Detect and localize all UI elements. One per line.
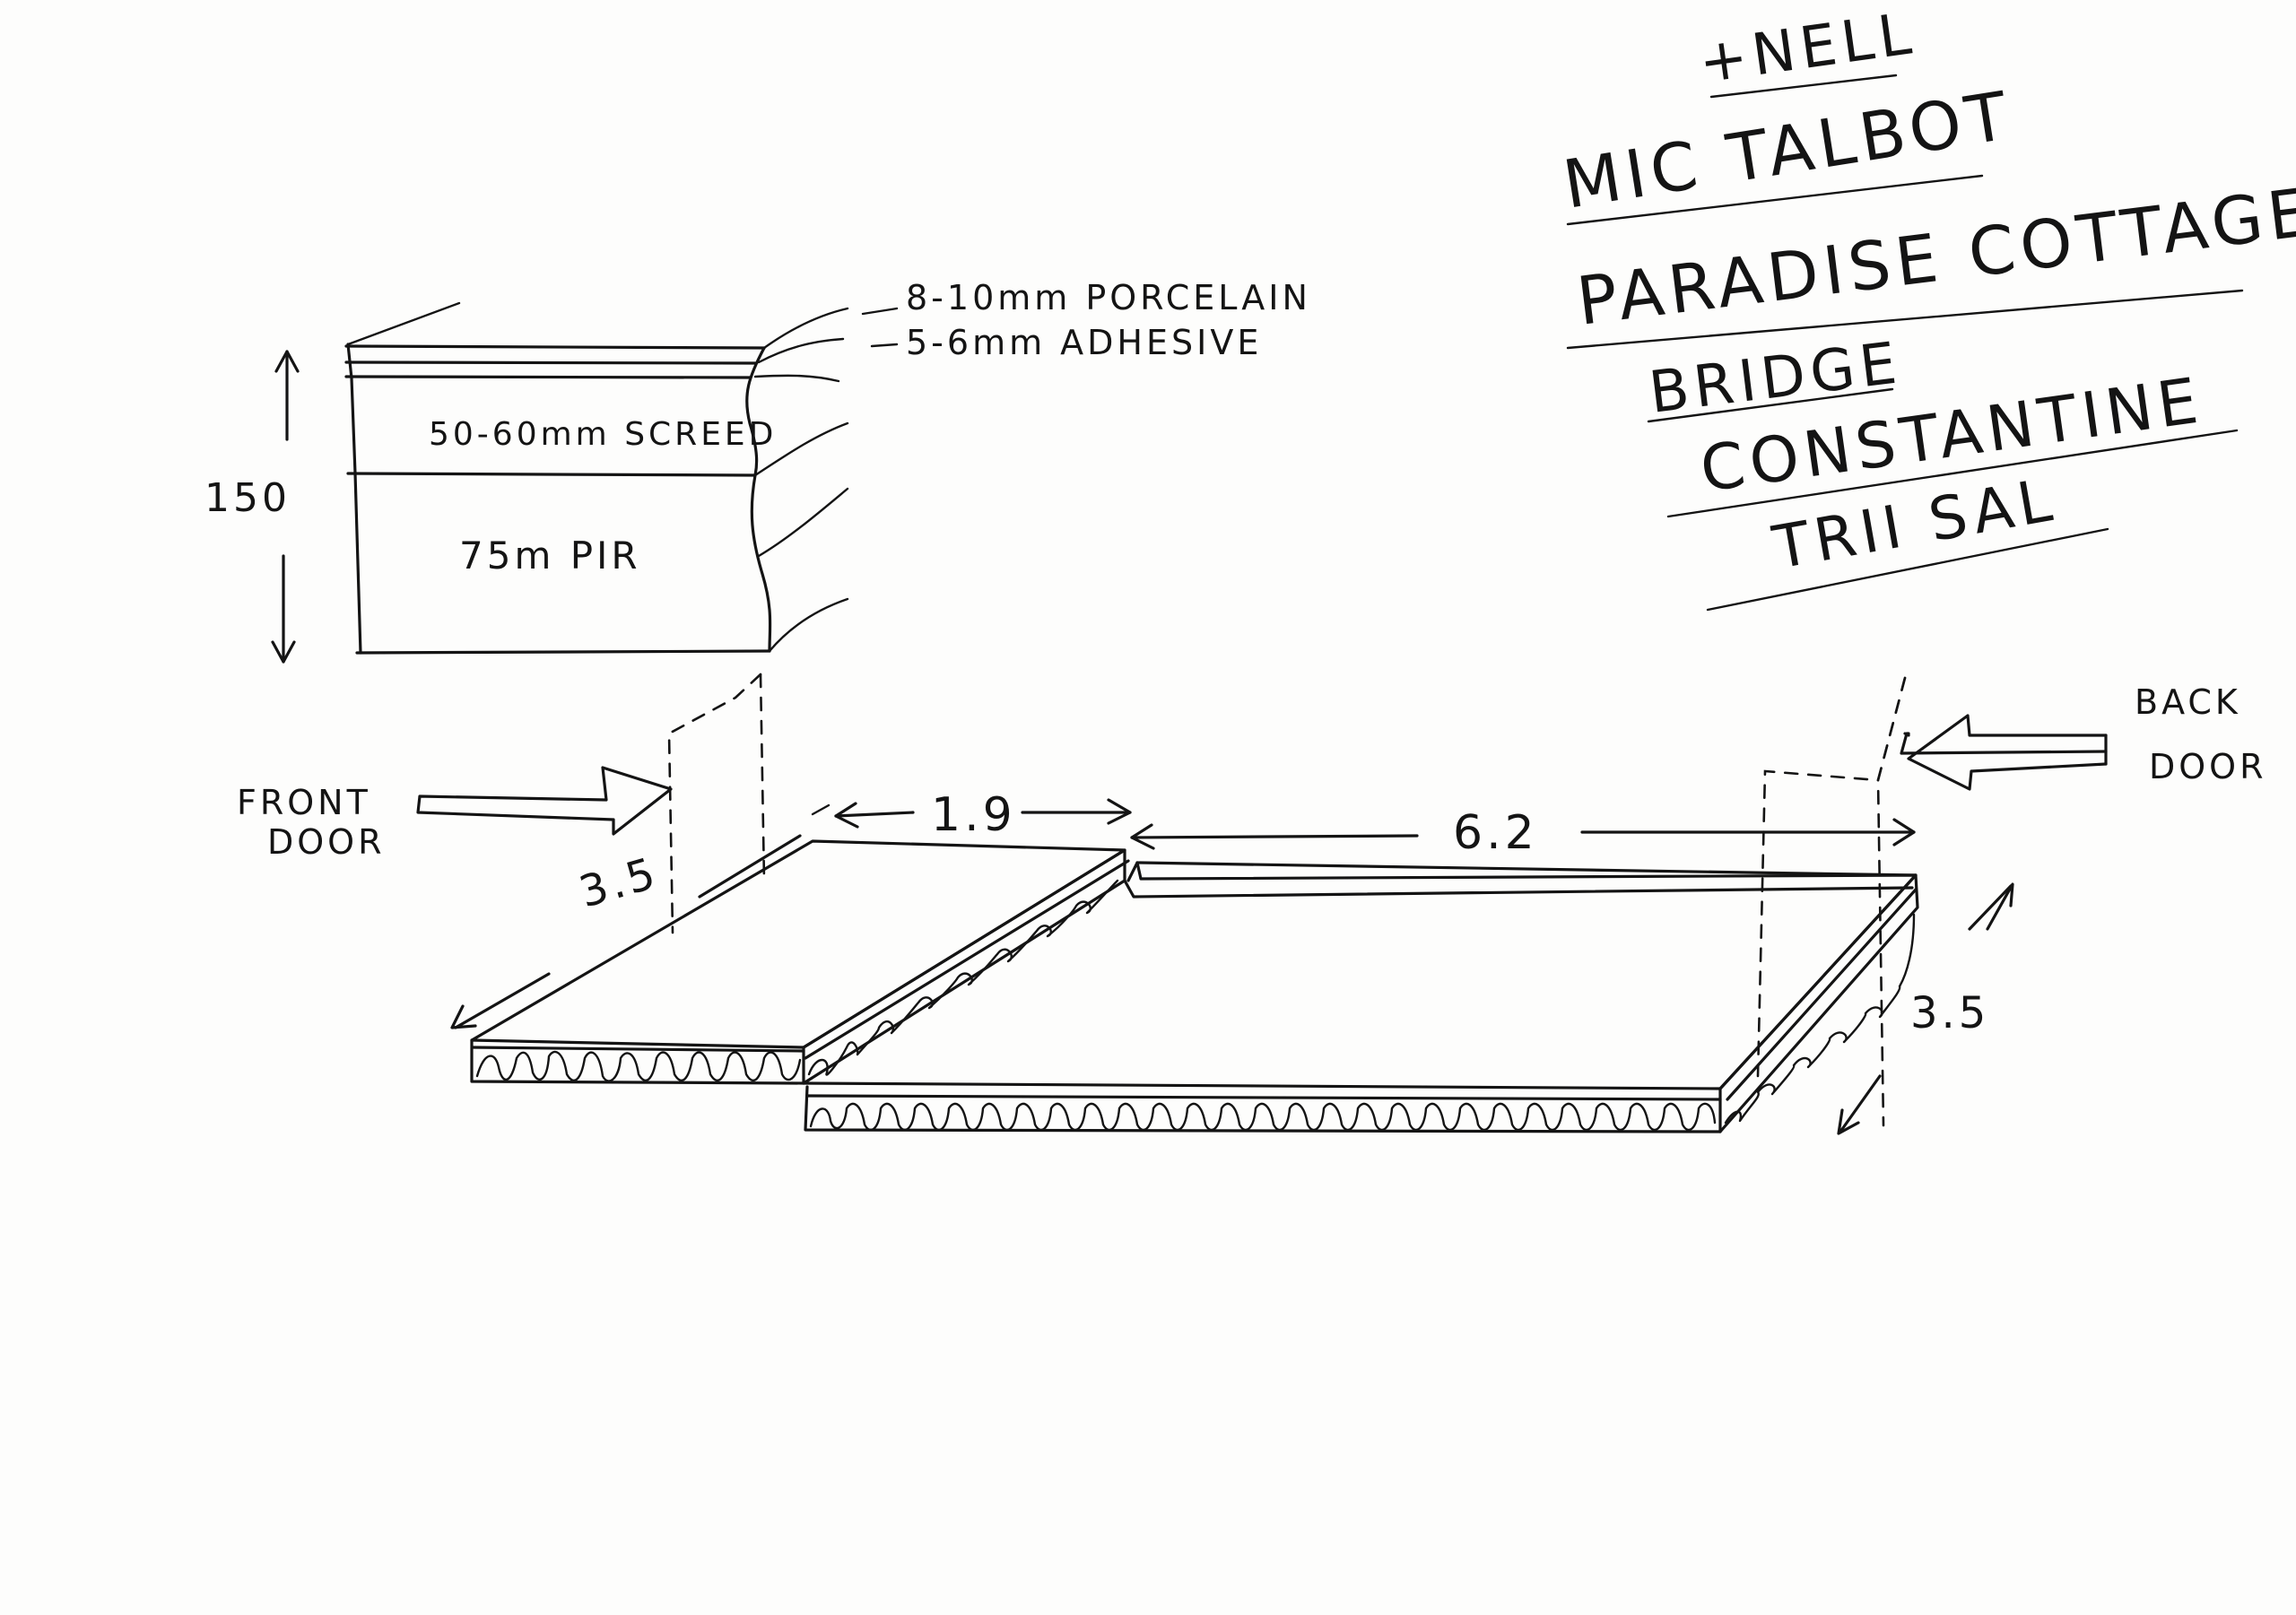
back-door-label-line1: BACK <box>2135 682 2241 722</box>
back-door-label-line2: DOOR <box>2149 747 2266 786</box>
adhesive-layer-label: 5-6mm ADHESIVE <box>906 323 1262 362</box>
address-notes: +NELL MIC TALBOT PARADISE COTTAGE BRIDGE… <box>1558 1 2296 612</box>
client-name: MIC TALBOT <box>1558 77 2017 224</box>
added-name: +NELL <box>1695 1 1920 97</box>
front-door-arrow <box>416 766 673 836</box>
front-door-label-line1: FRONT <box>237 783 371 822</box>
dim-back-depth-label: 3.5 <box>1910 988 1989 1038</box>
screed-layer-label: 50-60mm SCREED <box>429 416 777 453</box>
dim-front-depth-label: 3.5 <box>574 847 664 917</box>
main-slab <box>802 861 1919 1133</box>
front-door-label-line2: DOOR <box>267 822 385 862</box>
dimension-arrows <box>450 798 2014 1135</box>
projection-lines <box>667 673 1907 1127</box>
dim-main-length-label: 6.2 <box>1453 806 1538 860</box>
plan-labels: FRONT DOOR BACK DOOR 1.9 6.2 3.5 3.5 <box>237 682 2266 1038</box>
front-slab <box>470 839 1130 1085</box>
cross-section: 150 8-10mm PORCELAIN 5-6mm ADHESIVE 50-6… <box>204 278 1311 664</box>
insulation-layer-label: 75m PIR <box>459 534 641 577</box>
back-door-arrow <box>1900 714 2108 791</box>
height-label: 150 <box>204 475 291 521</box>
tile-layer-label: 8-10mm PORCELAIN <box>906 278 1311 317</box>
dim-front-width-label: 1.9 <box>931 788 1016 842</box>
